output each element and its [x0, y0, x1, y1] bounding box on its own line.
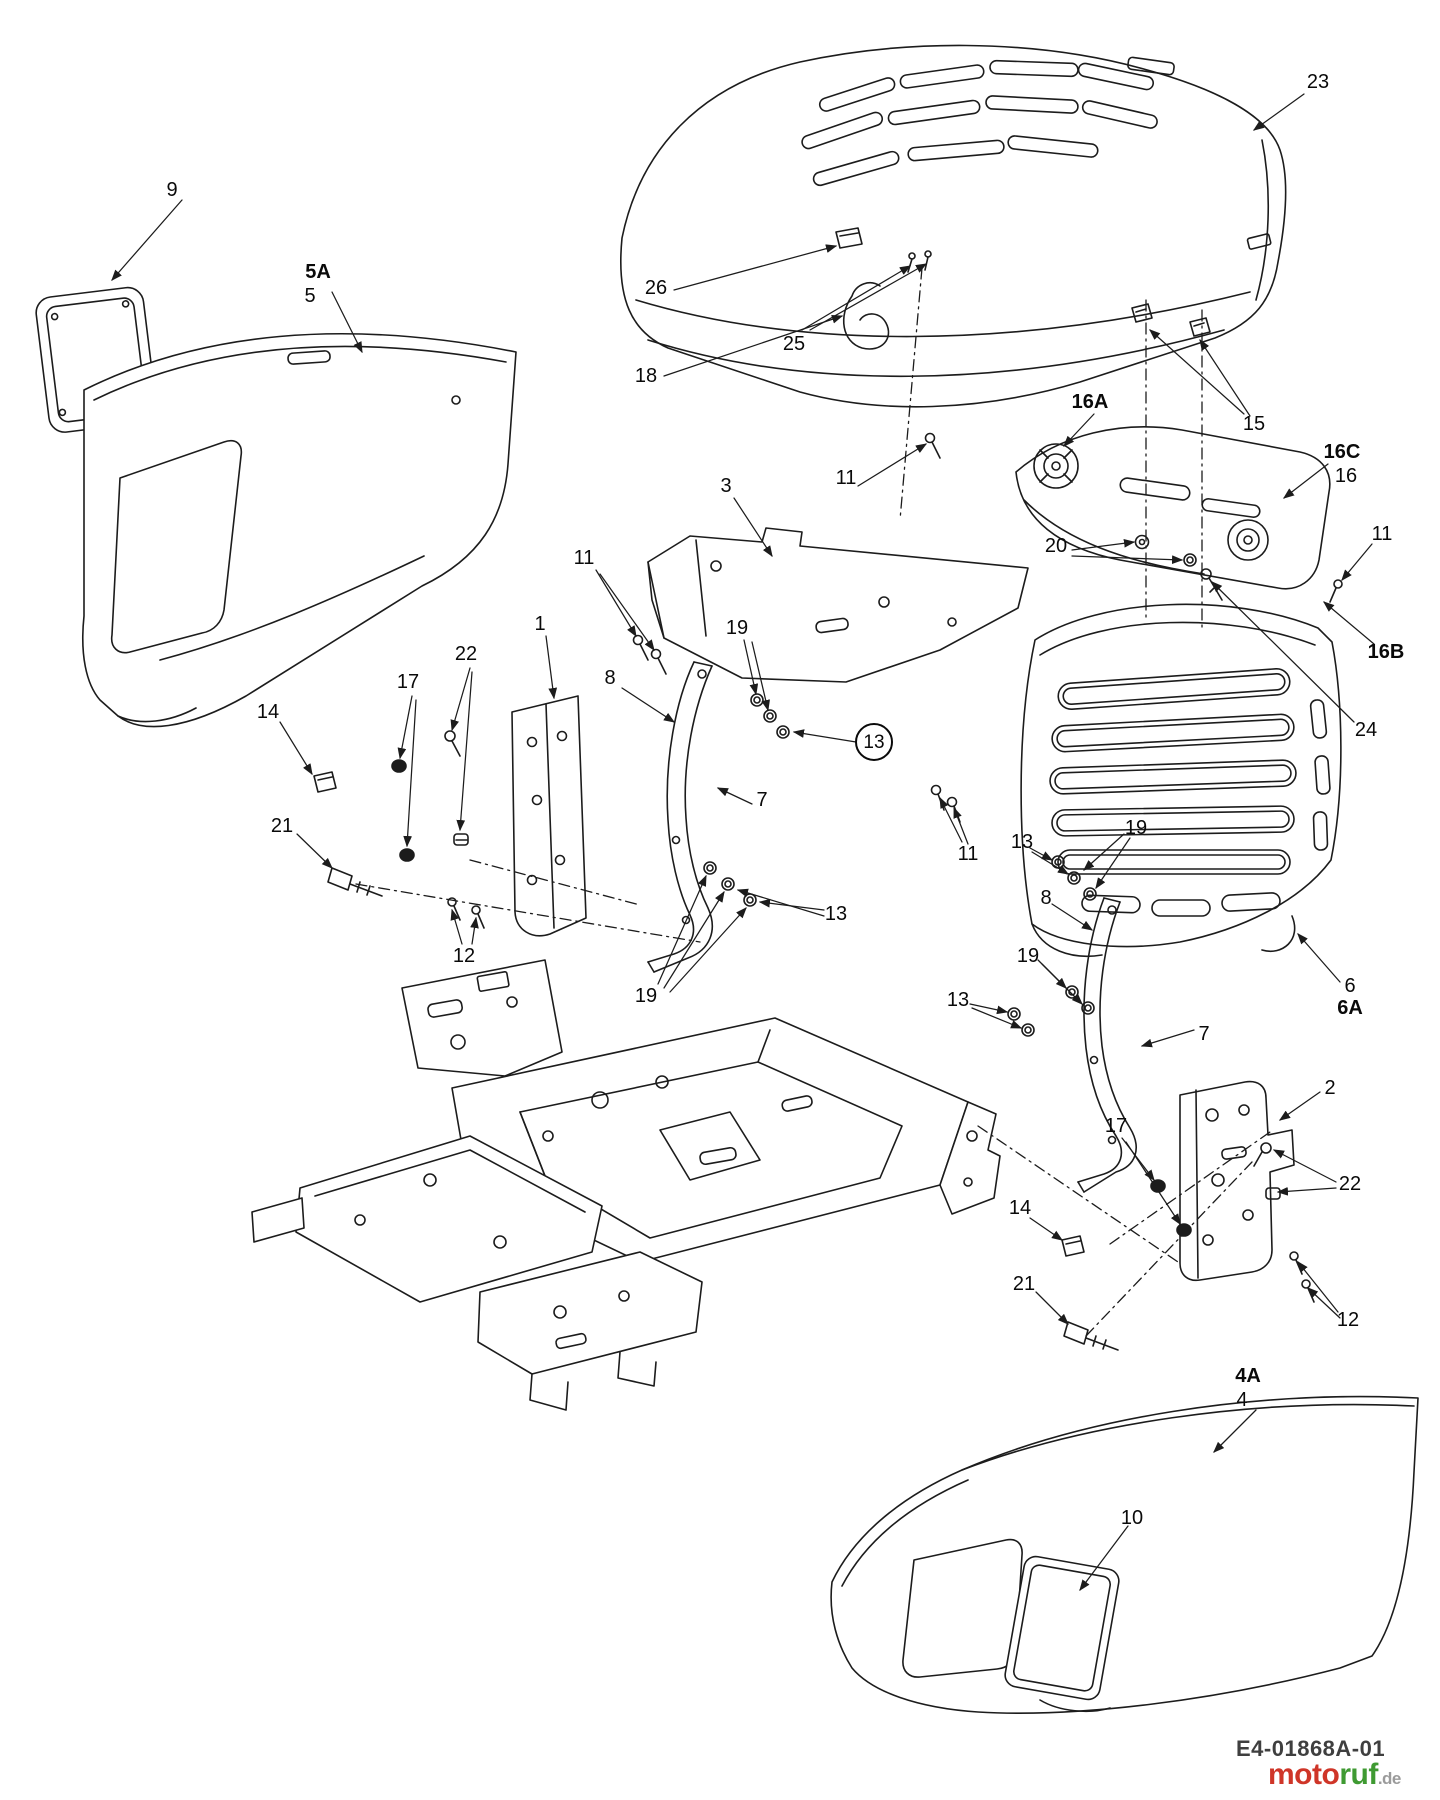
watermark: motoruf.de — [1268, 1758, 1401, 1792]
callout-13: 13 — [946, 989, 970, 1011]
callout-11: 11 — [573, 547, 595, 569]
callout-17: 17 — [396, 671, 420, 693]
callout-15: 15 — [1242, 413, 1266, 435]
alignment-dash-lines — [355, 267, 1271, 1337]
callout-12: 12 — [452, 945, 476, 967]
callout-8: 8 — [1040, 887, 1052, 909]
callout-11: 11 — [1371, 523, 1393, 545]
leader-lines — [111, 93, 1375, 1591]
callout-19: 19 — [634, 985, 658, 1007]
bracket2-drawing — [1179, 1080, 1295, 1282]
grille-drawing — [1020, 603, 1342, 957]
callout-4: 4 — [1236, 1389, 1248, 1411]
callout-24: 24 — [1354, 719, 1378, 741]
watermark-part-red: moto — [1268, 1758, 1340, 1791]
document-code: E4-01868A-01 — [1236, 1736, 1386, 1761]
support-strap-left-drawing — [647, 661, 713, 973]
callout-7: 7 — [756, 789, 768, 811]
callout-22: 22 — [454, 643, 478, 665]
callout-18: 18 — [634, 365, 658, 387]
callout-23: 23 — [1306, 71, 1330, 93]
callout-19: 19 — [1124, 817, 1148, 839]
callout-17: 17 — [1104, 1115, 1128, 1137]
callout-26: 26 — [644, 277, 668, 299]
callout-3: 3 — [720, 475, 732, 497]
headlight-panel-drawing — [1015, 426, 1331, 590]
callout-19: 19 — [725, 617, 749, 639]
callout-11: 11 — [835, 467, 857, 489]
callout-6A: 6A — [1337, 997, 1363, 1019]
callout-14: 14 — [256, 701, 280, 723]
callout-16B: 16B — [1367, 641, 1405, 663]
callout-16C: 16C — [1323, 441, 1361, 463]
callout-22: 22 — [1338, 1173, 1362, 1195]
support-strap-right-drawing — [1077, 897, 1137, 1193]
callout-12: 12 — [1336, 1309, 1360, 1331]
callout-13: 13 — [824, 903, 848, 925]
callout-14: 14 — [1008, 1197, 1032, 1219]
callout-6: 6 — [1344, 975, 1356, 997]
panel5-drawing — [81, 332, 517, 728]
callout-13: 13 — [1010, 831, 1034, 853]
callout-21: 21 — [1012, 1273, 1036, 1295]
callout-19: 19 — [1016, 945, 1040, 967]
callout-2: 2 — [1324, 1077, 1336, 1099]
panel10-drawing — [1004, 1555, 1120, 1701]
hood-drawing — [620, 44, 1287, 408]
callout-1: 1 — [534, 613, 546, 635]
callout-5A: 5A — [305, 261, 331, 283]
callout-13: 13 — [855, 723, 893, 761]
callout-5: 5 — [304, 285, 316, 307]
bracket3-drawing — [647, 527, 1029, 683]
callout-21: 21 — [270, 815, 294, 837]
callout-16: 16 — [1334, 465, 1358, 487]
callout-20: 20 — [1044, 535, 1068, 557]
callout-9: 9 — [166, 179, 178, 201]
callout-4A: 4A — [1235, 1365, 1261, 1387]
callout-11: 11 — [957, 843, 979, 865]
callout-8: 8 — [604, 667, 616, 689]
callout-16A: 16A — [1071, 391, 1109, 413]
panel4-drawing — [830, 1395, 1419, 1714]
watermark-suffix: .de — [1377, 1769, 1402, 1788]
callout-7: 7 — [1198, 1023, 1210, 1045]
callout-10: 10 — [1120, 1507, 1144, 1529]
callout-25: 25 — [782, 333, 806, 355]
watermark-part-green: ruf — [1339, 1758, 1378, 1791]
